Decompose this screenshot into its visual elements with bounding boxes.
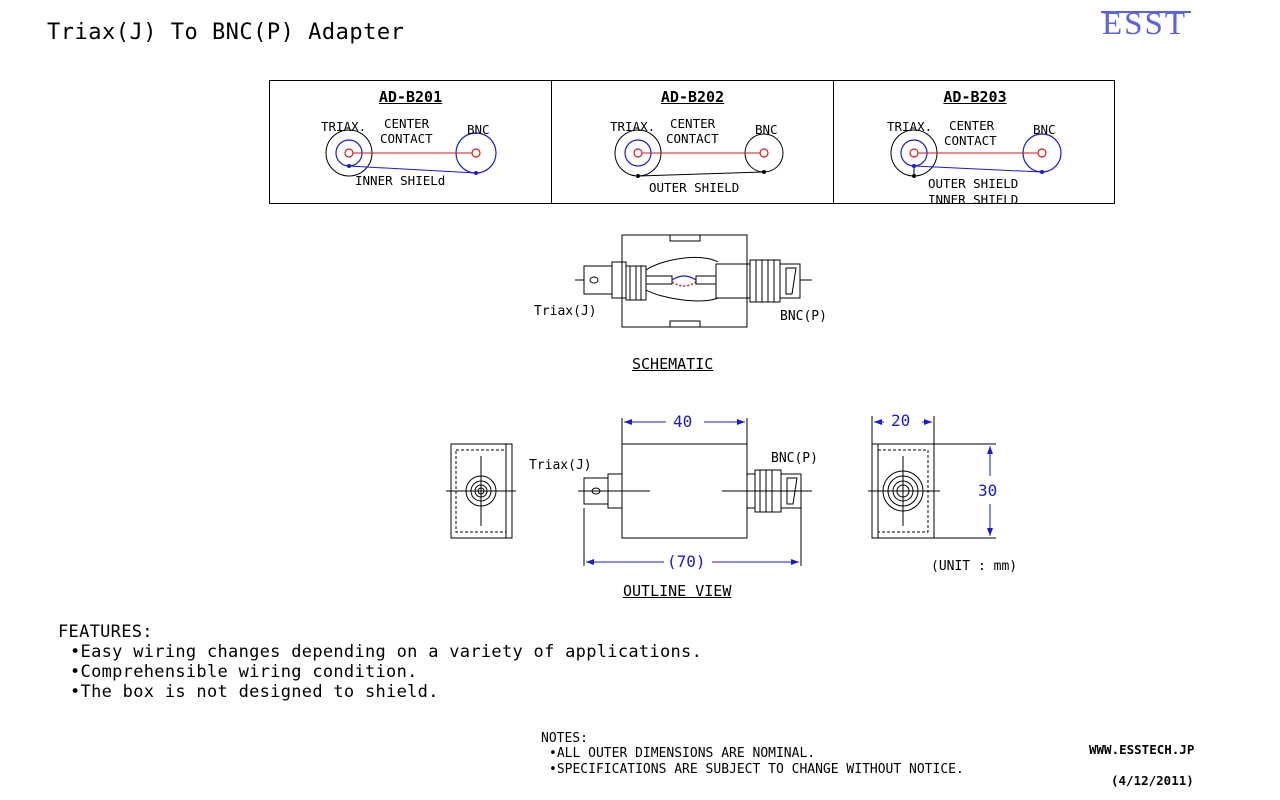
- company-logo: ESST: [1102, 6, 1188, 42]
- shield-label: INNER SHIELd: [355, 173, 446, 188]
- revision-date: (4/12/2011): [1111, 773, 1194, 788]
- feature-item: •The box is not designed to shield.: [70, 682, 439, 702]
- unit-note: (UNIT : mm): [931, 559, 1018, 574]
- bnc-label: BNC: [1033, 122, 1056, 137]
- model-label: AD-B202: [660, 88, 725, 106]
- shield-label-outer: OUTER SHIELD: [928, 176, 1019, 191]
- wiring-diagram: [890, 129, 1062, 178]
- shield-label: OUTER SHIELD: [649, 180, 740, 195]
- center-label-1: CENTER: [384, 116, 430, 131]
- wiring-diagram: [614, 129, 784, 178]
- center-label-2: CONTACT: [380, 131, 433, 146]
- page-title: Triax(J) To BNC(P) Adapter: [47, 20, 405, 45]
- note-item: •ALL OUTER DIMENSIONS ARE NOMINAL.: [549, 746, 816, 761]
- variant-ad-b202: AD-B202 TRIAX. CENTER CONTACT BNC OUTER …: [552, 81, 834, 204]
- center-label-2: CONTACT: [944, 133, 997, 148]
- triax-label: TRIAX.: [887, 119, 933, 134]
- feature-item: •Easy wiring changes depending on a vari…: [70, 642, 703, 662]
- outline-bnc-label: BNC(P): [771, 451, 818, 466]
- notes-heading: NOTES:: [541, 731, 588, 746]
- center-label-2: CONTACT: [666, 131, 719, 146]
- schematic-caption: SCHEMATIC: [632, 355, 714, 373]
- variant-ad-b203: AD-B203 TRIAX. CENTER CONTACT BNC OUTER …: [834, 81, 1116, 207]
- dim-body-length: 40: [673, 412, 693, 431]
- outline-caption: OUTLINE VIEW: [623, 582, 732, 600]
- shield-label-inner: INNER SHIELD: [928, 192, 1019, 207]
- logo-overline: [1101, 11, 1191, 13]
- dim-width: 20: [891, 411, 911, 430]
- outline-triax-label: Triax(J): [529, 458, 592, 473]
- schematic-bnc-label: BNC(P): [780, 309, 827, 324]
- feature-item: •Comprehensible wiring condition.: [70, 662, 418, 682]
- model-label: AD-B203: [943, 88, 1007, 106]
- center-label-1: CENTER: [670, 116, 716, 131]
- center-label-1: CENTER: [949, 118, 995, 133]
- website-link[interactable]: WWW.ESSTECH.JP: [1089, 742, 1195, 757]
- variant-ad-b201: AD-B201 TRIAX. CENTER CONTACT BNC INNER …: [270, 81, 552, 204]
- triax-label: TRIAX.: [610, 119, 656, 134]
- dim-total-length: (70): [667, 552, 706, 571]
- schematic-triax-label: Triax(J): [534, 304, 597, 319]
- note-item: •SPECIFICATIONS ARE SUBJECT TO CHANGE WI…: [549, 762, 964, 777]
- bnc-label: BNC: [467, 122, 490, 137]
- bnc-label: BNC: [755, 122, 778, 137]
- dim-height: 30: [978, 481, 998, 500]
- wiring-diagram: [325, 129, 497, 177]
- model-label: AD-B201: [378, 88, 443, 106]
- triax-label: TRIAX.: [321, 119, 367, 134]
- wiring-variants-table: AD-B201 TRIAX. CENTER CONTACT BNC INNER …: [269, 80, 1116, 207]
- features-heading: FEATURES:: [58, 622, 153, 642]
